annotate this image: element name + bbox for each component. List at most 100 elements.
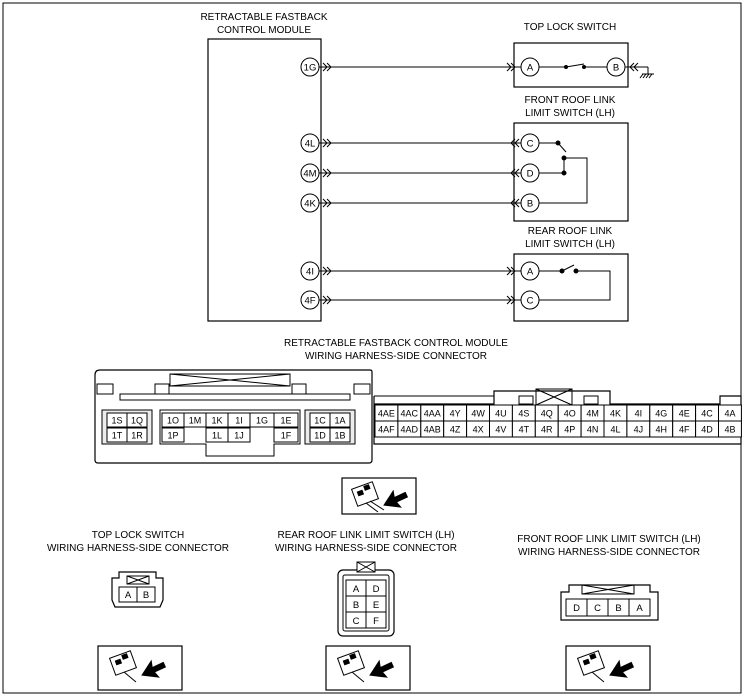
svg-text:1M: 1M xyxy=(189,416,202,426)
svg-text:1C: 1C xyxy=(314,416,326,426)
connector-pin-label: 4E xyxy=(679,409,690,419)
top-lock-pin-a: A xyxy=(527,63,534,74)
connector-pin-label: 4Y xyxy=(450,409,461,419)
svg-text:4F: 4F xyxy=(304,296,315,307)
rear-roof-switch: REAR ROOF LINK LIMIT SWITCH (LH) A C xyxy=(513,226,629,322)
svg-text:D: D xyxy=(373,584,380,595)
connector-view-icon xyxy=(565,645,651,691)
connector-pin-label: 4F xyxy=(679,425,690,435)
svg-text:E: E xyxy=(373,600,379,611)
connector-pin-label: 4AA xyxy=(424,409,441,419)
svg-text:1T: 1T xyxy=(112,431,123,441)
connector-pin-label: 4U xyxy=(495,409,507,419)
front-roof-pin-b: B xyxy=(527,199,533,210)
svg-text:4M: 4M xyxy=(303,169,316,180)
module-terminal-1g: 1G xyxy=(300,57,320,77)
connector-pin-label: 4V xyxy=(495,425,506,435)
connector-pin-label: 4D xyxy=(701,425,713,435)
top-lock-switch-title: TOP LOCK SWITCH xyxy=(524,22,616,33)
front-roof-switch: FRONT ROOF LINK LIMIT SWITCH (LH) C D B xyxy=(513,95,629,222)
rear-roof-title-line2: LIMIT SWITCH (LH) xyxy=(525,239,615,250)
connector-pin-label: 4C xyxy=(701,409,713,419)
svg-text:1D: 1D xyxy=(314,431,326,441)
rear-roof-pin-c: C xyxy=(527,296,534,307)
connector-view-icon xyxy=(341,477,417,515)
svg-text:B: B xyxy=(615,603,621,614)
connector-pin-label: 4P xyxy=(564,425,575,435)
module-terminal-4i: 4I xyxy=(300,261,320,281)
module-terminal-4l: 4L xyxy=(300,133,320,153)
svg-text:1O: 1O xyxy=(167,416,179,426)
connector-pin-label: 4H xyxy=(656,425,668,435)
top-lock-connector-pin-b: B xyxy=(143,590,149,601)
svg-text:A: A xyxy=(353,584,360,595)
front-roof-title-line1: FRONT ROOF LINK xyxy=(525,95,616,106)
module-connector-left-pins: 1S 1Q 1T 1R 1O 1M 1K 1I 1G 1E 1P 1L xyxy=(106,409,351,457)
front-roof-title-line2: LIMIT SWITCH (LH) xyxy=(525,108,615,119)
svg-text:1K: 1K xyxy=(211,416,222,426)
connector-pin-label: 4AB xyxy=(424,425,441,435)
svg-text:F: F xyxy=(373,616,379,627)
module-connector-title-line2: WIRING HARNESS-SIDE CONNECTOR xyxy=(305,351,487,362)
connector-pin-label: 4G xyxy=(655,409,667,419)
front-roof-pin-c: C xyxy=(527,139,534,150)
connector-pin-label: 4X xyxy=(473,425,484,435)
rear-roof-title-line1: REAR ROOF LINK xyxy=(528,226,613,237)
svg-text:1E: 1E xyxy=(280,416,291,426)
svg-text:4K: 4K xyxy=(304,199,316,210)
top-lock-connector: TOP LOCK SWITCH WIRING HARNESS-SIDE CONN… xyxy=(47,530,229,608)
svg-text:C: C xyxy=(353,616,360,627)
module-title-line2: CONTROL MODULE xyxy=(217,25,311,36)
svg-text:4I: 4I xyxy=(306,267,314,278)
connector-pin-label: 4AD xyxy=(401,425,419,435)
wires xyxy=(319,62,521,305)
svg-text:1B: 1B xyxy=(334,431,345,441)
top-lock-connector-title-line2: WIRING HARNESS-SIDE CONNECTOR xyxy=(47,543,229,554)
svg-text:1G: 1G xyxy=(256,416,268,426)
connector-pin-label: 4AF xyxy=(378,425,395,435)
connector-pin-label: 4T xyxy=(519,425,530,435)
rear-roof-connector: REAR ROOF LINK LIMIT SWITCH (LH) WIRING … xyxy=(275,530,457,637)
svg-text:1P: 1P xyxy=(167,431,178,441)
ground-icon xyxy=(639,73,654,79)
connector-pin-label: 4Z xyxy=(450,425,461,435)
connector-pin-label: 4K xyxy=(610,409,621,419)
top-lock-switch: TOP LOCK SWITCH A B xyxy=(513,22,654,88)
connector-view-icon xyxy=(325,645,411,691)
svg-text:1G: 1G xyxy=(304,63,317,74)
connector-pin-label: 4AE xyxy=(378,409,395,419)
svg-text:A: A xyxy=(636,603,643,614)
svg-text:1Q: 1Q xyxy=(131,416,143,426)
module-terminal-4k: 4K xyxy=(300,193,320,213)
connector-pin-label: 4R xyxy=(541,425,553,435)
connector-pin-label: 4L xyxy=(610,425,620,435)
connector-pin-label: 4N xyxy=(587,425,599,435)
connector-pin-label: 4Q xyxy=(541,409,553,419)
connector-pin-label: 4A xyxy=(724,409,735,419)
svg-text:1I: 1I xyxy=(235,416,243,426)
rear-roof-pin-a: A xyxy=(527,267,534,278)
connector-pin-label: 4W xyxy=(471,409,485,419)
svg-text:1L: 1L xyxy=(212,431,222,441)
connector-pin-label: 4M xyxy=(586,409,599,419)
connector-pin-label: 4B xyxy=(724,425,735,435)
rear-roof-connector-title-line2: WIRING HARNESS-SIDE CONNECTOR xyxy=(275,543,457,554)
svg-text:C: C xyxy=(594,603,601,614)
svg-text:4L: 4L xyxy=(305,139,316,150)
connector-view-icon xyxy=(97,645,183,691)
front-roof-pin-d: D xyxy=(527,169,534,180)
control-module: RETRACTABLE FASTBACK CONTROL MODULE 1G 4… xyxy=(200,12,328,322)
module-terminal-4f: 4F xyxy=(300,290,320,310)
rear-roof-connector-title-line1: REAR ROOF LINK LIMIT SWITCH (LH) xyxy=(277,530,454,541)
module-connector-title-line1: RETRACTABLE FASTBACK CONTROL MODULE xyxy=(284,338,508,349)
front-roof-connector: FRONT ROOF LINK LIMIT SWITCH (LH) WIRING… xyxy=(517,534,701,621)
connector-pin-label: 4J xyxy=(634,425,644,435)
connector-pin-label: 4AC xyxy=(401,409,419,419)
top-lock-connector-title-line1: TOP LOCK SWITCH xyxy=(92,530,184,541)
module-terminal-4m: 4M xyxy=(300,163,320,183)
svg-text:1S: 1S xyxy=(111,416,122,426)
module-title-line1: RETRACTABLE FASTBACK xyxy=(200,12,327,23)
